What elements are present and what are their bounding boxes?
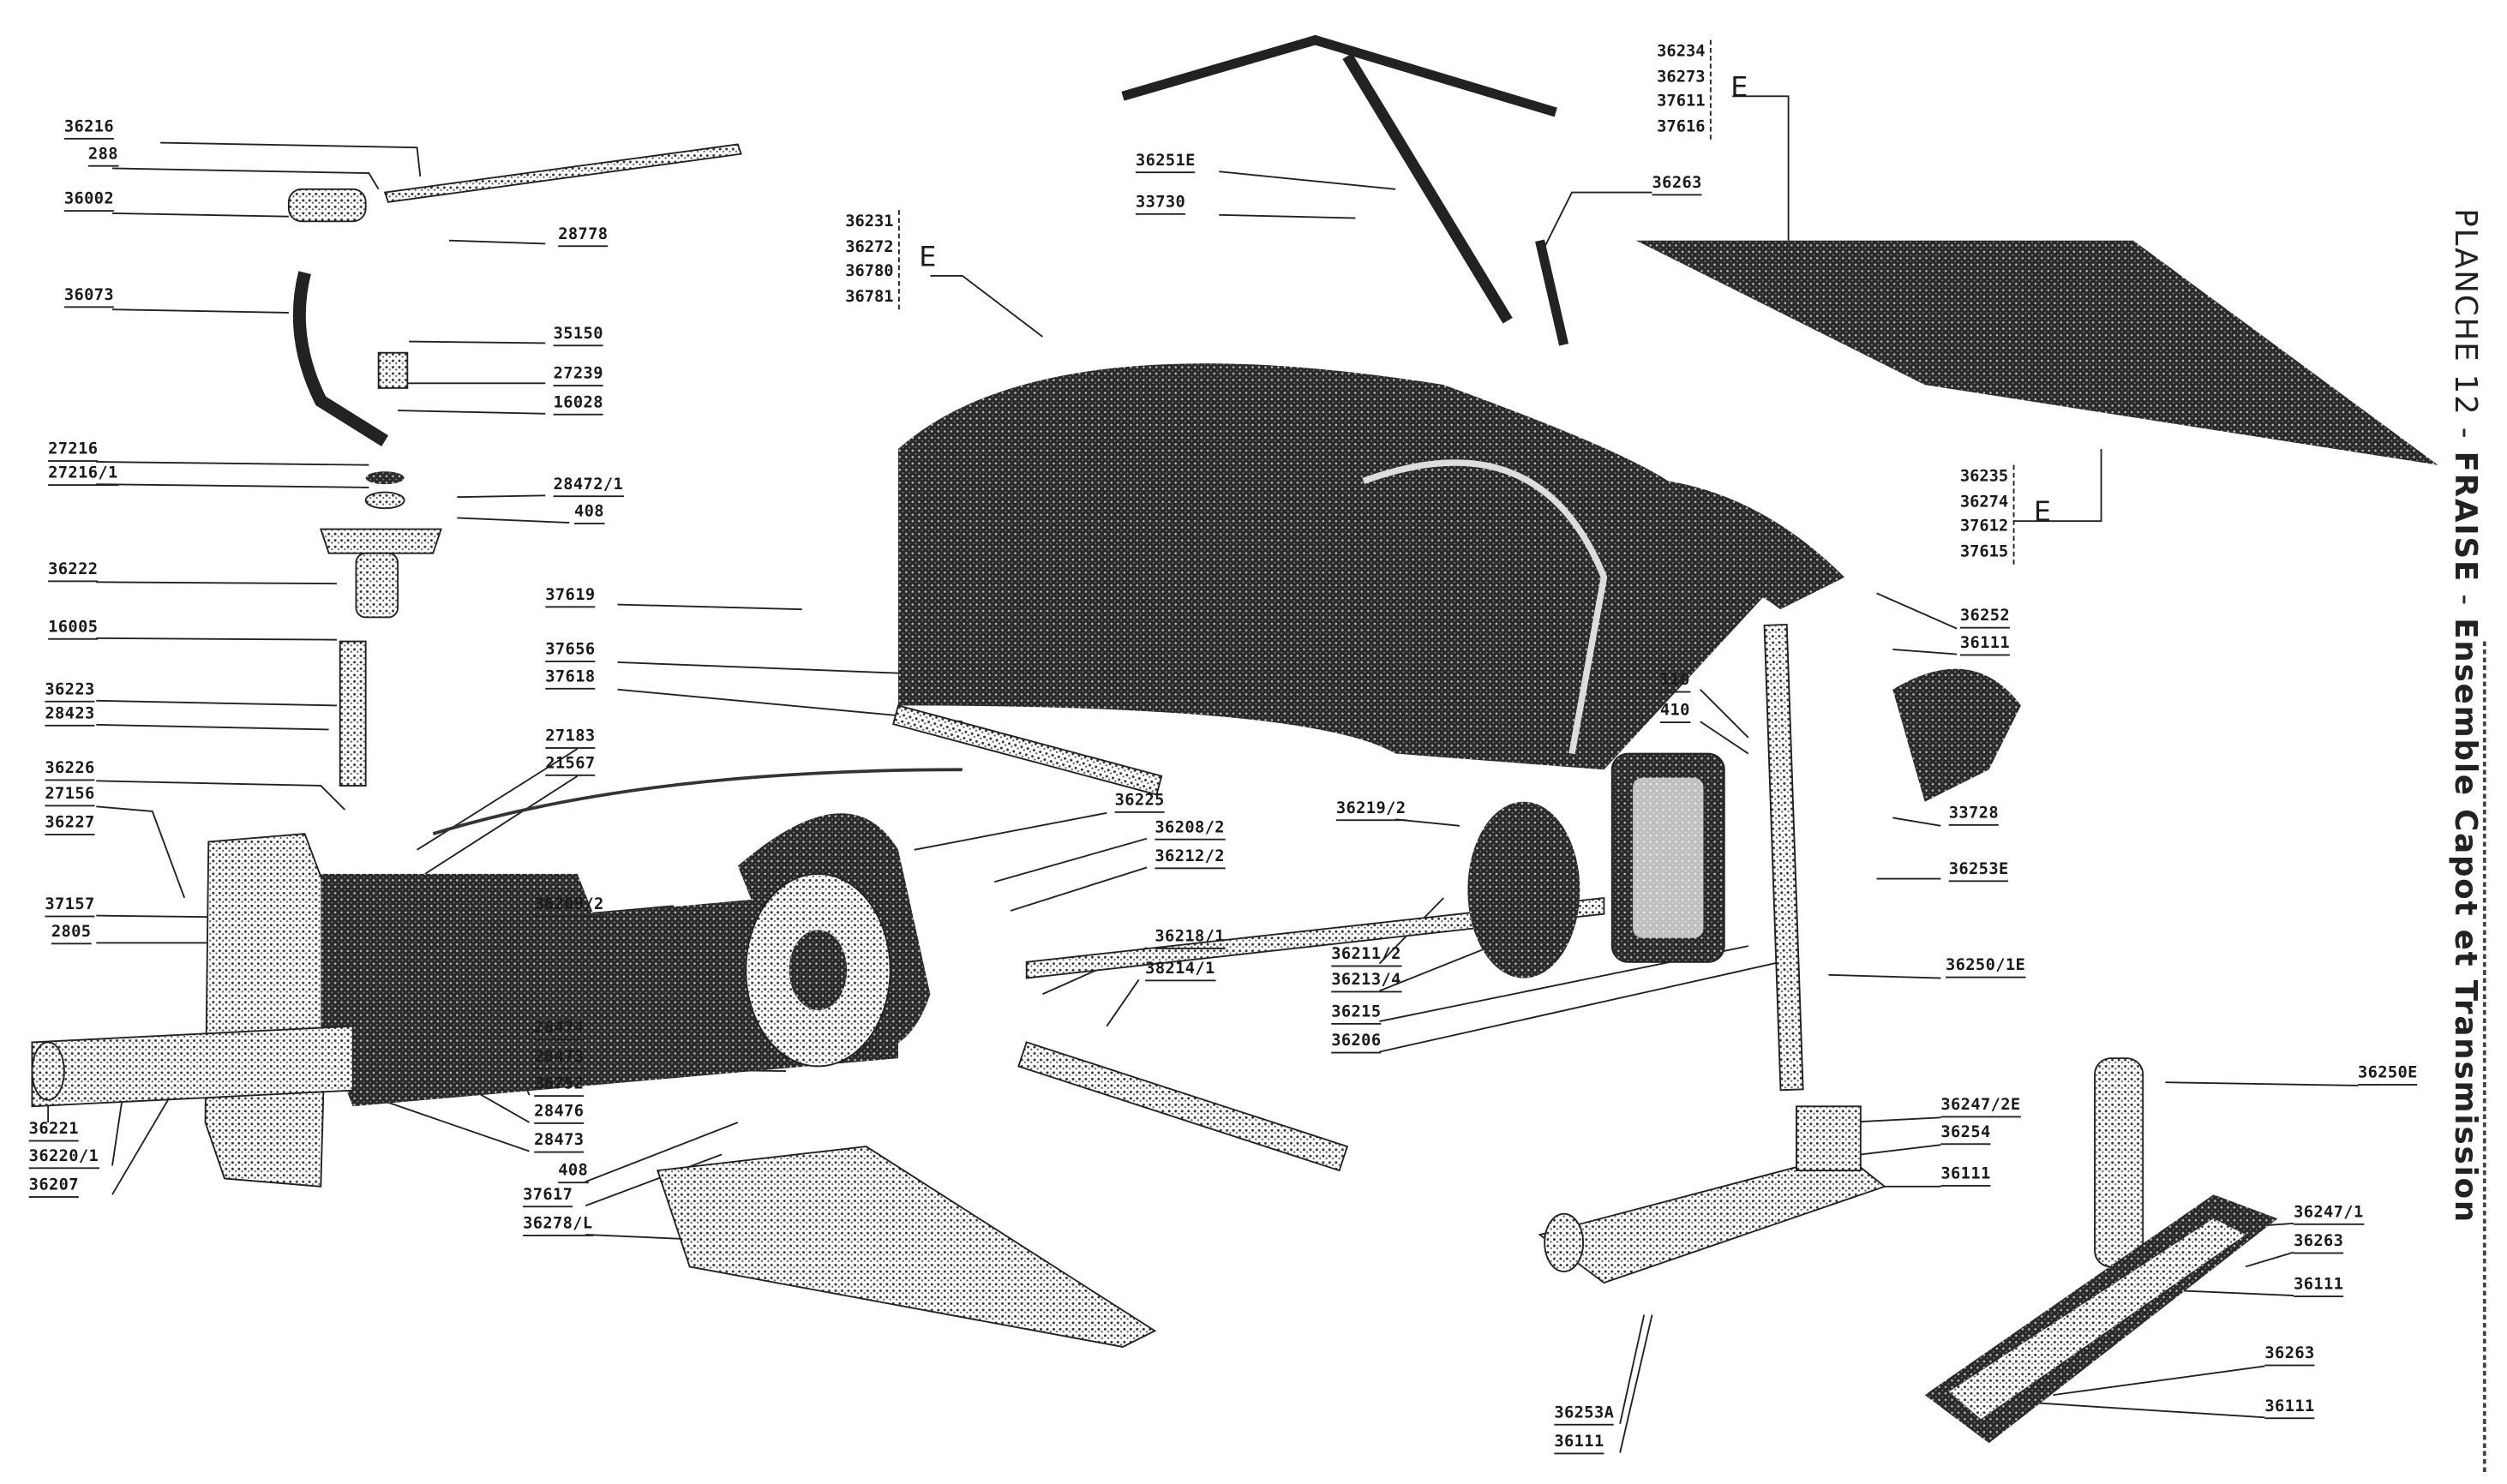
- part-number-label: 36278/L: [523, 1216, 593, 1236]
- plate-title: PLANCHE 12 - FRAISE - Ensemble Capot et …: [2447, 208, 2483, 1224]
- part-number-label: 38214/1: [1145, 960, 1215, 982]
- part-group-number: 37612: [1959, 518, 2009, 536]
- part-number-label: 28473: [534, 1049, 585, 1070]
- part-number-label: 36111: [1959, 635, 2011, 656]
- part-number-label: 28473: [534, 1132, 585, 1153]
- part-number-label: 36215: [1331, 1003, 1382, 1025]
- page-edge-divider: [2482, 641, 2486, 1475]
- part-group-number: 36272: [845, 237, 894, 256]
- part-number-label: 16028: [553, 394, 603, 416]
- part-number-label: 28474: [534, 1020, 585, 1041]
- part-number-label: 36212/2: [1155, 848, 1225, 870]
- part-group-number: 36235: [1959, 468, 2009, 487]
- part-number-label: 410: [1659, 703, 1690, 724]
- part-number-label: 16005: [48, 619, 99, 640]
- part-group-number: 36231: [845, 212, 894, 231]
- part-number-label: 21567: [545, 755, 596, 776]
- part-number-label: 36251E: [1135, 153, 1196, 174]
- part-number-label: 36263: [2294, 1233, 2344, 1254]
- part-group-number: 36274: [1959, 493, 2009, 512]
- part-number-label: 27156: [45, 786, 95, 807]
- part-number-label: 36216: [63, 118, 115, 140]
- part-group-number: 36273: [1657, 68, 1706, 87]
- part-number-label: 37656: [545, 642, 596, 662]
- part-group-number: 36234: [1657, 43, 1706, 62]
- part-number-label: 36263: [1652, 175, 1702, 196]
- part-number-label: 27216: [48, 441, 99, 462]
- part-number-label: 36222: [48, 561, 99, 583]
- part-number-label: 27216/1: [48, 465, 118, 487]
- part-number-label: 36252: [1959, 607, 2011, 629]
- part-number-label: 36752: [534, 1076, 585, 1098]
- part-number-label: 36250E: [2357, 1065, 2418, 1086]
- part-number-label: 408: [558, 1163, 589, 1184]
- part-number-label: 36253E: [1948, 861, 2009, 883]
- part-number-label: 36250/1E: [1946, 957, 2026, 978]
- part-number-label: 36207: [28, 1177, 79, 1198]
- part-number-label: 36206: [1331, 1032, 1382, 1054]
- plate-section: FRAISE: [2447, 451, 2483, 583]
- part-number-label: 36253A: [1554, 1404, 1615, 1426]
- part-group-number: 37611: [1657, 93, 1706, 111]
- part-number-label: 36111: [2294, 1277, 2344, 1297]
- part-group: 36235 36274 37612 37615: [1959, 464, 2015, 565]
- part-number-label: 36225: [1114, 792, 1165, 813]
- part-group: 36231 36272 36780 36781: [845, 210, 901, 310]
- part-number-label: 36247/1: [2294, 1204, 2364, 1225]
- plate-subtitle: Ensemble Capot et Transmission: [2447, 618, 2483, 1224]
- part-number-label: 37619: [545, 587, 596, 608]
- drawn-parts: [31, 34, 2438, 1444]
- part-group-number: 36780: [845, 262, 894, 281]
- part-number-label: 27183: [545, 728, 596, 749]
- part-number-label: 36213/4: [1331, 972, 1401, 993]
- part-number-label: 110: [1659, 672, 1690, 693]
- part-number-label: 36226: [45, 760, 95, 781]
- part-number-label: 36111: [1554, 1433, 1604, 1455]
- part-number-label: 28778: [558, 226, 609, 248]
- part-number-label: 36247/2E: [1940, 1097, 2021, 1118]
- part-number-label: 35150: [553, 326, 603, 347]
- plate-number: PLANCHE 12: [2447, 208, 2483, 416]
- part-number-label: 36208/2: [1155, 819, 1225, 841]
- group-suffix: E: [919, 242, 937, 275]
- part-number-label: 28476: [534, 1104, 585, 1124]
- part-number-label: 36227: [45, 815, 95, 835]
- part-group: 36234 36273 37611 37616: [1657, 39, 1712, 140]
- part-number-label: 28423: [45, 705, 95, 727]
- part-group-number: 36781: [845, 287, 894, 306]
- part-number-label: 408: [573, 504, 604, 524]
- part-number-label: 33728: [1948, 805, 1999, 826]
- part-number-label: 33730: [1135, 194, 1186, 215]
- part-number-label: 28472/1: [553, 476, 624, 498]
- part-number-label: 36254: [1940, 1124, 1991, 1146]
- part-number-label: 36211/2: [1331, 946, 1401, 967]
- group-suffix: E: [2033, 497, 2052, 530]
- part-number-label: 36002: [63, 191, 115, 212]
- part-group-number: 37616: [1657, 117, 1706, 136]
- part-number-label: 36263: [2264, 1345, 2315, 1367]
- part-number-label: 36209/2: [534, 896, 604, 918]
- part-number-label: 36220/1: [28, 1148, 99, 1170]
- part-number-label: 37617: [523, 1187, 573, 1208]
- part-number-label: 36219/2: [1335, 800, 1406, 822]
- part-number-label: 288: [87, 146, 118, 167]
- part-number-label: 37618: [545, 668, 596, 690]
- group-suffix: E: [1730, 72, 1748, 105]
- part-group-number: 37615: [1959, 542, 2009, 561]
- part-number-label: 36073: [63, 287, 115, 308]
- part-number-label: 37157: [45, 896, 95, 918]
- part-number-label: 36218/1: [1155, 929, 1225, 949]
- part-number-label: 36111: [2264, 1398, 2315, 1420]
- part-number-label: 36221: [28, 1121, 79, 1142]
- part-number-label: 2805: [51, 924, 92, 945]
- part-number-label: 36223: [45, 681, 95, 703]
- part-number-label: 27239: [553, 366, 603, 387]
- part-number-label: 36111: [1940, 1166, 1991, 1187]
